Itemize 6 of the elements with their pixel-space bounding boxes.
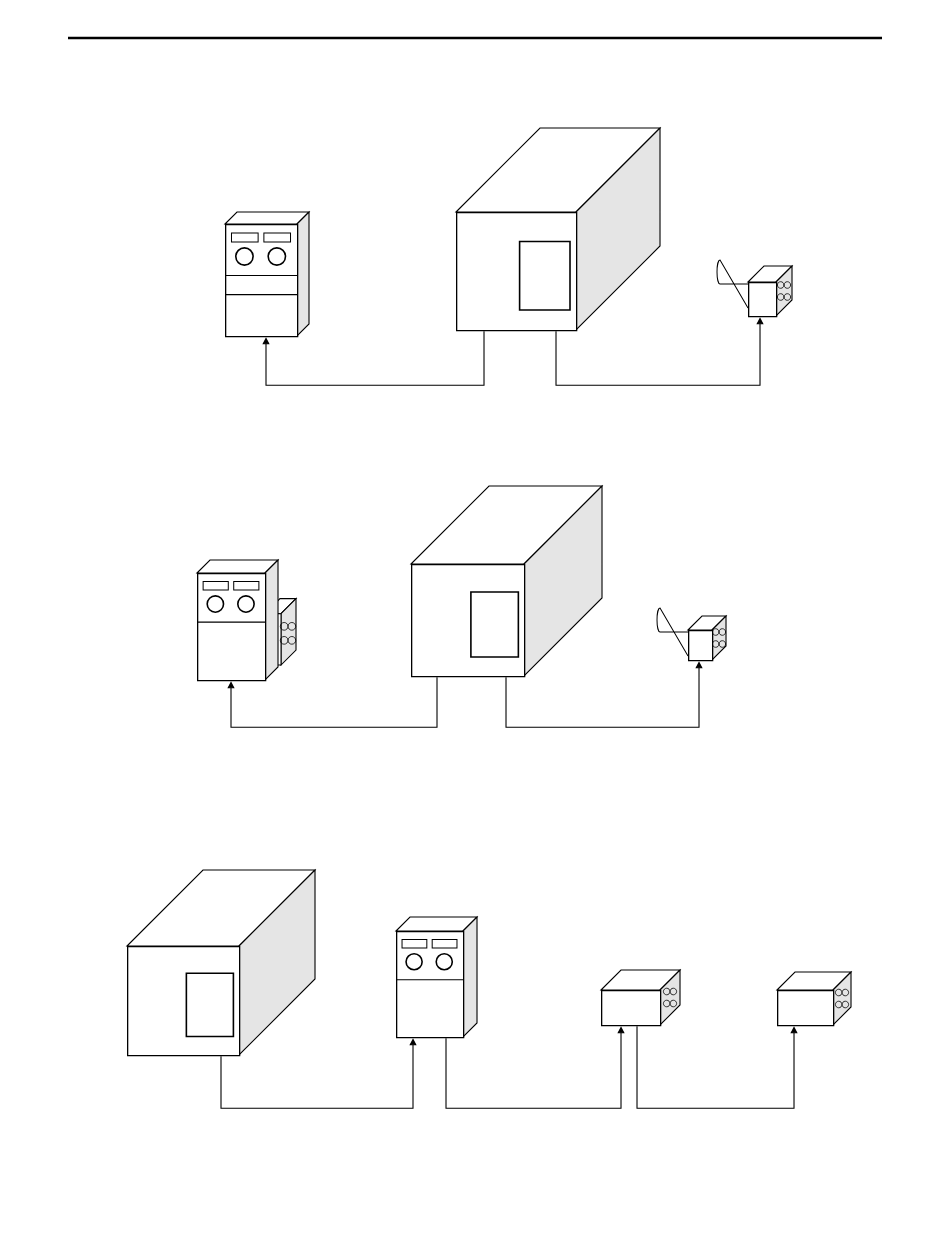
connector-arrow <box>262 330 485 386</box>
motor-drawing <box>656 607 728 662</box>
connector-arrow <box>636 1025 798 1109</box>
motor-drawing <box>716 259 794 318</box>
connector-arrow <box>555 317 764 386</box>
connector-arrow <box>227 676 438 728</box>
